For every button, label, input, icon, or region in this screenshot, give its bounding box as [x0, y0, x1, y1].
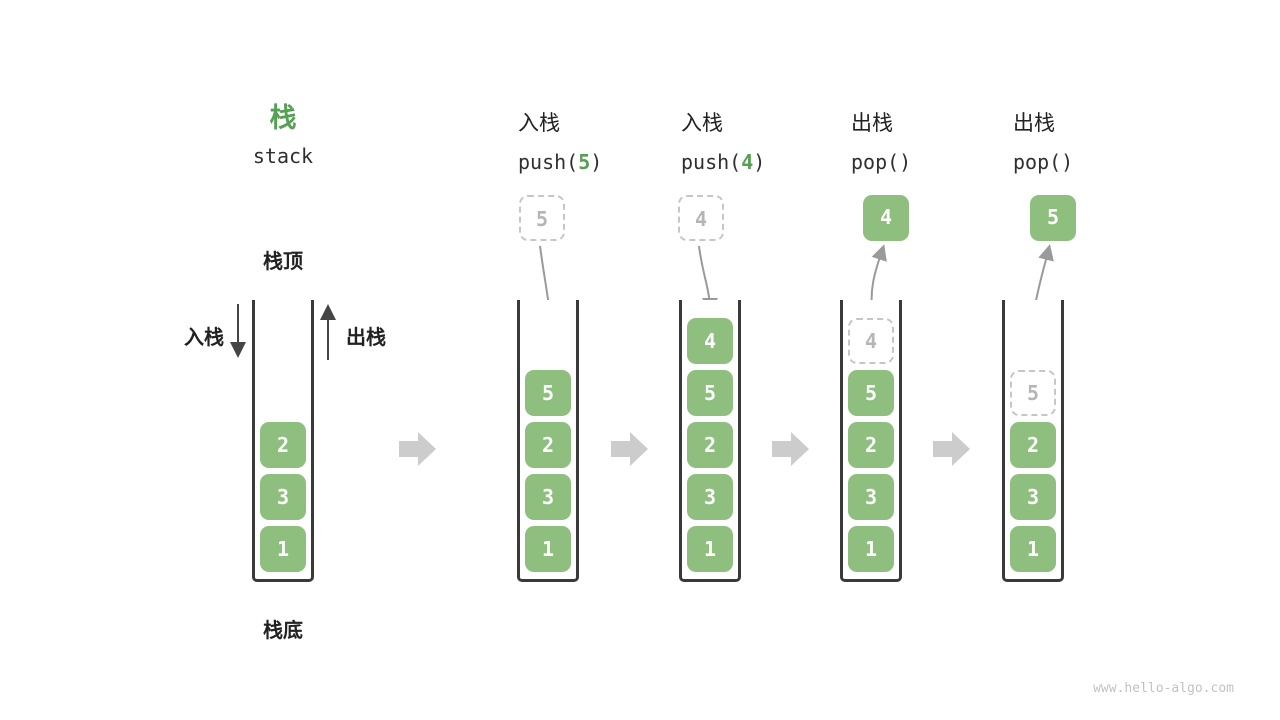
stack-cell: 3: [687, 474, 733, 520]
stack-state-initial: 2 3 1: [252, 300, 314, 582]
op-code-post: ): [1061, 150, 1074, 174]
op-name: 入栈: [518, 112, 560, 135]
stack-cell-ghost: 5: [1010, 370, 1056, 416]
op-code: pop(): [851, 150, 911, 174]
step-arrow-4: [933, 432, 970, 466]
watermark: www.hello-algo.com: [1093, 681, 1234, 696]
op-name: 出栈: [851, 112, 893, 135]
op-code-pre: pop(: [851, 150, 900, 174]
stack-cell: 1: [1010, 526, 1056, 572]
op-header-push5: 入栈 push(5): [518, 107, 602, 174]
stack-state-push4: 4 5 2 3 1: [679, 300, 741, 582]
floating-cell-push5: 5: [519, 195, 565, 241]
op-code-pre: push(: [681, 150, 742, 174]
push-side-label: 入栈: [184, 327, 224, 349]
stack-cell: 2: [848, 422, 894, 468]
stack-top-label: 栈顶: [263, 251, 303, 273]
stack-cell: 1: [687, 526, 733, 572]
step-arrow-2: [611, 432, 648, 466]
stack-cell: 1: [260, 526, 306, 572]
stack-cell: 3: [525, 474, 571, 520]
op-code: pop(): [1013, 150, 1073, 174]
op-header-push4: 入栈 push(4): [681, 107, 765, 174]
step-arrow-3: [772, 432, 809, 466]
stack-state-pop5: 5 2 3 1: [1002, 300, 1064, 582]
title-chinese: 栈: [269, 103, 297, 133]
stack-cell: 3: [1010, 474, 1056, 520]
title-english: stack: [252, 143, 314, 168]
op-header-pop5: 出栈 pop(): [1013, 107, 1073, 174]
op-code-pre: pop(: [1013, 150, 1062, 174]
op-name: 出栈: [1013, 112, 1055, 135]
stack-state-pop4: 4 5 2 3 1: [840, 300, 902, 582]
stack-cell: 2: [525, 422, 571, 468]
floating-cell-pop4: 4: [863, 195, 909, 241]
stack-cell: 5: [848, 370, 894, 416]
stack-cell: 2: [1010, 422, 1056, 468]
stack-state-push5: 5 2 3 1: [517, 300, 579, 582]
stack-bottom-label: 栈底: [263, 620, 303, 642]
op-header-pop4: 出栈 pop(): [851, 107, 911, 174]
op-code-arg: 4: [741, 150, 754, 174]
stack-cell: 4: [687, 318, 733, 364]
op-name: 入栈: [681, 112, 723, 135]
diagram-title: 栈 stack: [203, 103, 363, 168]
op-code-post: ): [899, 150, 912, 174]
op-code-post: ): [590, 150, 603, 174]
op-code-pre: push(: [518, 150, 579, 174]
step-arrow-1: [399, 432, 436, 466]
floating-cell-pop5: 5: [1030, 195, 1076, 241]
op-code-arg: 5: [578, 150, 591, 174]
stack-cell: 1: [848, 526, 894, 572]
pop-side-label: 出栈: [346, 327, 386, 349]
op-code: push(4): [681, 150, 765, 174]
stack-cell-ghost: 4: [848, 318, 894, 364]
stack-cell: 1: [525, 526, 571, 572]
floating-cell-push4: 4: [678, 195, 724, 241]
op-code-post: ): [753, 150, 766, 174]
stack-cell: 5: [525, 370, 571, 416]
stack-cell: 2: [260, 422, 306, 468]
stack-cell: 3: [848, 474, 894, 520]
stack-cell: 5: [687, 370, 733, 416]
stack-cell: 3: [260, 474, 306, 520]
op-code: push(5): [518, 150, 602, 174]
stack-cell: 2: [687, 422, 733, 468]
